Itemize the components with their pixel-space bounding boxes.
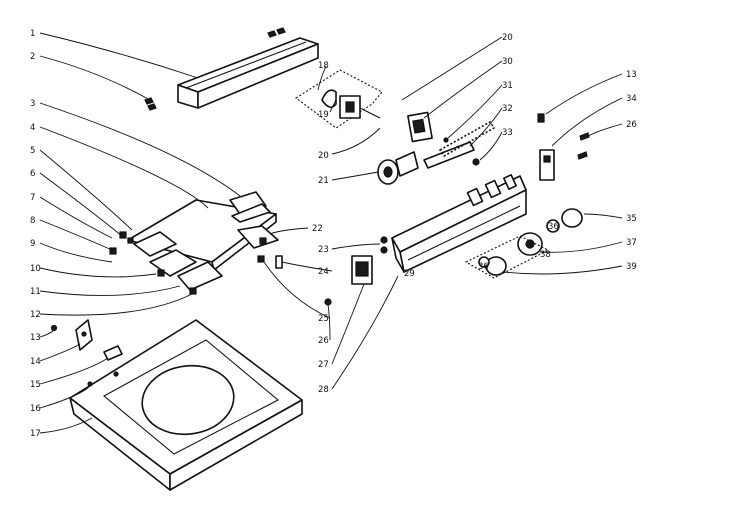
part-34-bracket (537, 113, 590, 181)
callout-16: 16 (30, 404, 41, 414)
callout-25: 25 (318, 314, 329, 324)
callout-32: 32 (502, 104, 513, 114)
callout-20-mid: 20 (318, 151, 329, 161)
callout-10: 10 (30, 264, 41, 274)
callout-26-right: 26 (626, 120, 637, 130)
part-27-latch (351, 255, 373, 285)
part-17-top-frame (69, 319, 303, 491)
callout-29: 29 (404, 269, 415, 279)
callout-21: 21 (318, 176, 329, 186)
part-35-knob (546, 208, 583, 233)
callout-30: 30 (502, 57, 513, 67)
part-21-dial (377, 151, 419, 185)
part-31-bracket (423, 121, 495, 169)
part-22-hinge (237, 225, 279, 263)
callout-27: 27 (318, 360, 329, 370)
part-19-switch (321, 89, 381, 119)
callout-36-lower: 36 (478, 262, 489, 272)
part-23-screw (380, 236, 388, 244)
callout-26-bottom: 26 (318, 336, 329, 346)
callout-19: 19 (318, 110, 329, 120)
callout-3: 3 (30, 99, 35, 109)
callout-24: 24 (318, 267, 329, 277)
part-39-knob (478, 256, 507, 276)
callout-4: 4 (30, 123, 35, 133)
callout-36-upper: 36 (548, 222, 559, 232)
callout-1: 1 (30, 29, 35, 39)
callout-8: 8 (30, 216, 35, 226)
part-1-top-rail (177, 37, 319, 109)
part-14-latch (50, 319, 93, 351)
callout-31: 31 (502, 81, 513, 91)
callout-14: 14 (30, 357, 41, 367)
part-28-control-console (391, 174, 527, 273)
callout-11: 11 (30, 287, 41, 297)
callout-labels: 1 2 3 4 5 6 7 8 9 10 11 12 13 14 15 16 1… (30, 29, 637, 439)
callout-7: 7 (30, 193, 35, 203)
part-18-group-outline (295, 69, 383, 129)
callout-13-right: 13 (626, 70, 637, 80)
callout-18: 18 (318, 61, 329, 71)
part-16-screw (87, 381, 93, 387)
callout-9: 9 (30, 239, 35, 249)
part-33-screw (443, 137, 480, 166)
callout-37: 37 (626, 238, 637, 248)
part-2-screws (144, 27, 286, 111)
callout-23: 23 (318, 245, 329, 255)
part-24-spring (275, 255, 283, 269)
callout-17: 17 (30, 429, 41, 439)
callout-5: 5 (30, 146, 35, 156)
callout-6: 6 (30, 169, 35, 179)
callout-12: 12 (30, 310, 41, 320)
part-15-clip (103, 345, 123, 361)
callout-13-left: 13 (30, 333, 41, 343)
callout-20-top: 20 (502, 33, 513, 43)
callout-2: 2 (30, 52, 35, 62)
callout-34: 34 (626, 94, 637, 104)
callout-39: 39 (626, 262, 637, 272)
leader-lines (39, 32, 623, 434)
callout-38: 38 (540, 250, 551, 260)
callout-28: 28 (318, 385, 329, 395)
callout-35: 35 (626, 214, 637, 224)
part-5-to-12-switch-assembly (109, 231, 223, 295)
callout-15: 15 (30, 380, 41, 390)
callout-22: 22 (312, 224, 323, 234)
callout-33: 33 (502, 128, 513, 138)
part-30-timer (407, 111, 433, 143)
